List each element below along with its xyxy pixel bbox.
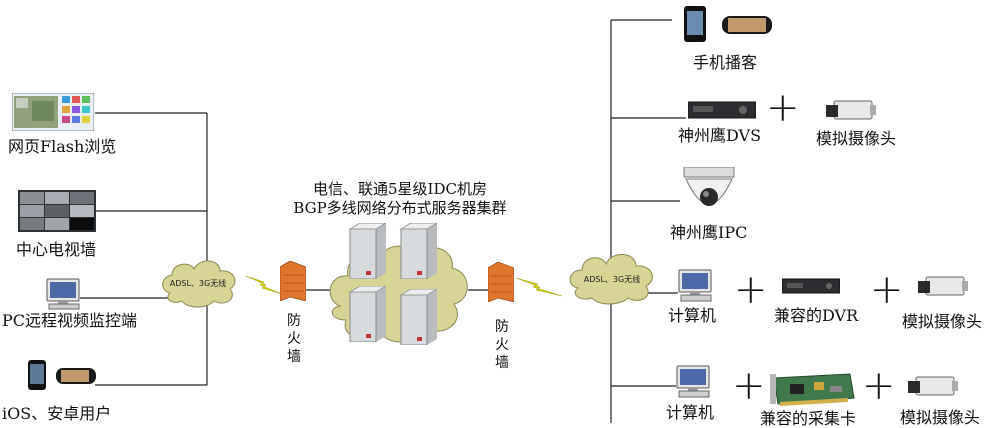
center-title-line2: BGP多线网络分布式服务器集群 [293, 199, 507, 217]
mobile-podcast-label: 手机播客 [693, 53, 758, 72]
dvr-box-icon [781, 277, 841, 299]
center-title-line1: 电信、联通5星级IDC机房 [313, 180, 487, 198]
dome-camera-icon [678, 166, 740, 227]
analog-camera-icon [908, 373, 958, 405]
computer-label: 计算机 [666, 403, 715, 422]
video-wall-icon [18, 190, 96, 236]
compatible-dvr-label: 兼容的DVR [774, 306, 859, 325]
plus-sign: + [862, 363, 896, 409]
right-firewall-label: 防火墙 [495, 319, 509, 371]
analog-camera-label: 模拟摄像头 [900, 408, 981, 427]
dvs-label: 神州鹰DVS [678, 126, 762, 145]
analog-camera-icon [826, 97, 876, 129]
web-flash-screen-icon [11, 92, 95, 135]
right-cloud-label: ADSL、3G无线 [584, 274, 640, 284]
ipc-label: 神州鹰IPC [670, 223, 748, 242]
dvs-box-icon [687, 100, 757, 124]
analog-camera-label: 模拟摄像头 [902, 312, 983, 331]
analog-camera-icon [918, 273, 968, 305]
pc-remote-label: PC远程视频监控端 [2, 311, 138, 330]
mobile-phone-icon [684, 6, 774, 46]
plus-sign: + [766, 85, 800, 131]
analog-camera-label: 模拟摄像头 [816, 129, 897, 148]
left-lightning-icon [245, 272, 284, 302]
server-icon [397, 222, 439, 283]
left-internet-cloud: ADSL、3G无线 [158, 255, 242, 313]
left-firewall-label: 防火墙 [287, 313, 301, 365]
server-icon [346, 285, 388, 346]
plus-sign: + [734, 267, 768, 313]
compatible-capture-card-label: 兼容的采集卡 [760, 409, 857, 428]
right-internet-cloud: ADSL、3G无线 [566, 248, 660, 310]
right-lightning-icon [515, 274, 564, 304]
smartphone-icon [28, 360, 98, 394]
web-flash-label: 网页Flash浏览 [8, 137, 117, 156]
server-icon [346, 222, 388, 283]
computer-icon [678, 269, 714, 307]
plus-sign: + [870, 267, 904, 313]
pc-monitor-icon [46, 278, 82, 314]
right-firewall-icon [487, 261, 515, 306]
video-wall-label: 中心电视墙 [16, 240, 97, 259]
server-icon [397, 288, 439, 349]
ios-android-label: iOS、安卓用户 [2, 404, 112, 423]
left-firewall-icon [279, 260, 307, 305]
computer-label: 计算机 [668, 306, 717, 325]
plus-sign: + [732, 363, 766, 409]
capture-card-icon [770, 372, 856, 412]
left-cloud-label: ADSL、3G无线 [170, 278, 226, 288]
computer-icon [676, 365, 712, 403]
